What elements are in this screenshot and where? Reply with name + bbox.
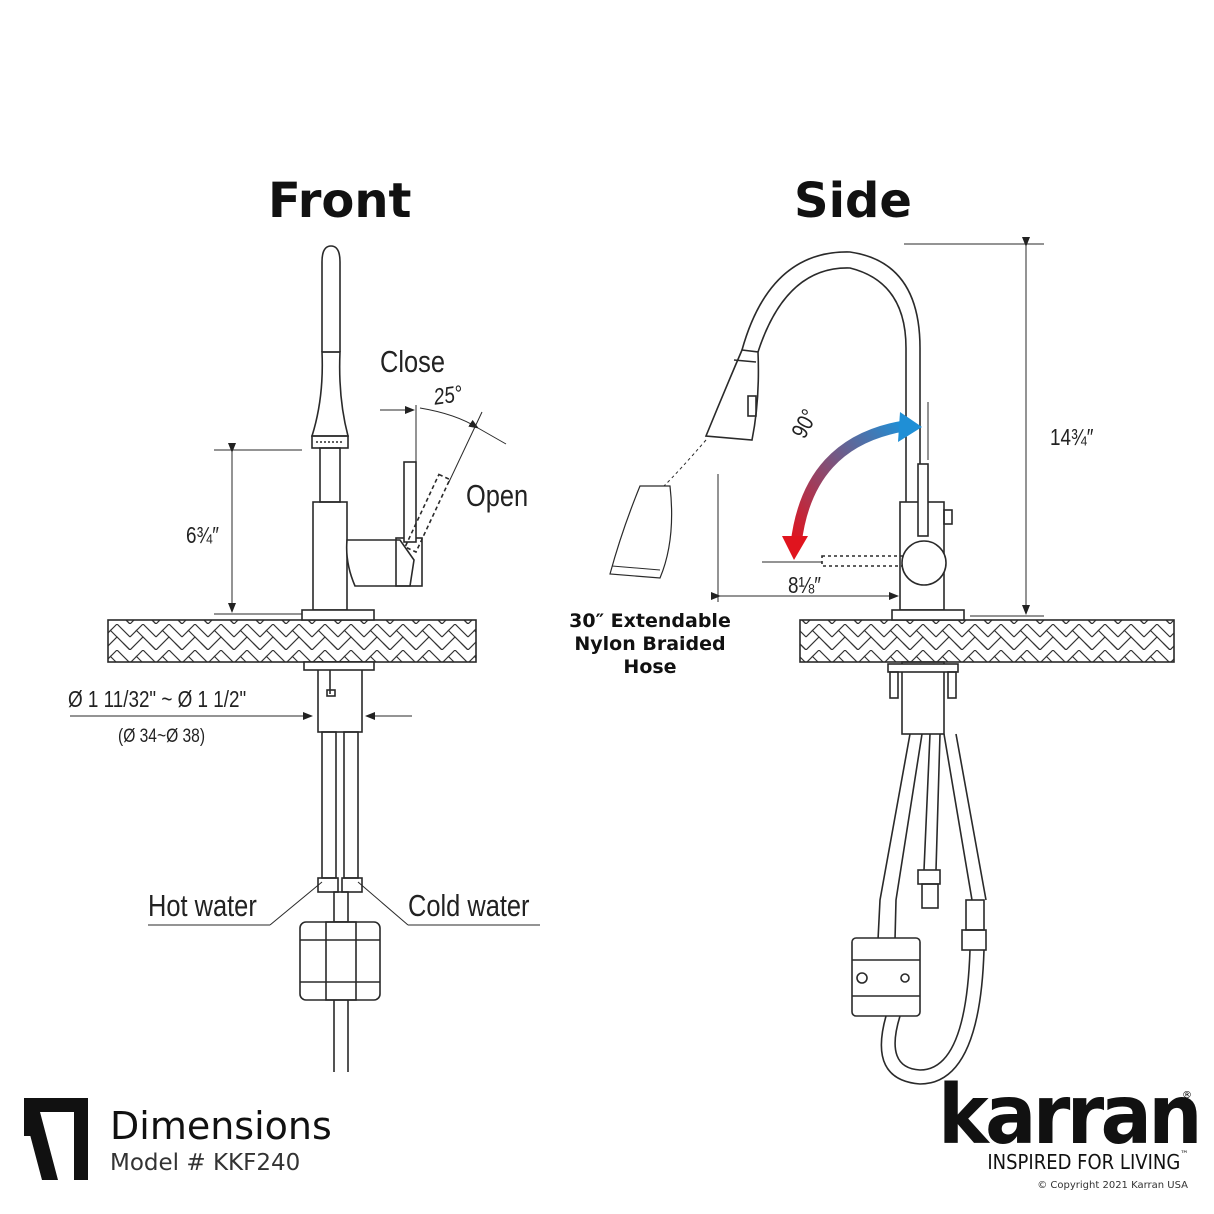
front-view-drawing xyxy=(70,245,540,1072)
karran-bracket-logo-icon xyxy=(24,1098,88,1180)
side-lever-rotated xyxy=(821,555,907,567)
close-label: Close xyxy=(380,344,445,379)
diameter-label: Ø 1 11/32" ~ Ø 1 1/2" xyxy=(68,686,247,712)
front-body xyxy=(312,501,348,611)
brand-logo: karran ® xyxy=(938,1068,1203,1163)
side-shank xyxy=(901,661,945,735)
front-hose-weight xyxy=(299,921,381,1001)
side-reach-label: 8⅛″ xyxy=(788,572,821,598)
document-title: Dimensions xyxy=(110,1104,332,1148)
diameter-metric-label: (Ø 34~Ø 38) xyxy=(118,726,206,747)
angle-label: 25° xyxy=(432,380,464,410)
front-countertop xyxy=(107,619,477,663)
front-supply-hoses xyxy=(321,731,337,879)
hose-note-line1: 30″ Extendable xyxy=(569,610,731,632)
side-view-drawing xyxy=(609,237,1175,1085)
side-hose-loop xyxy=(880,949,985,1085)
hose-note-line2: Nylon Braided xyxy=(574,633,726,655)
tagline-text: INSPIRED FOR LIVING xyxy=(986,1150,1180,1174)
front-view-title: Front xyxy=(268,173,412,229)
brand-tagline: INSPIRED FOR LIVING™ xyxy=(987,1150,1188,1174)
front-angle-arc xyxy=(419,407,479,429)
hose-note-line3: Hose xyxy=(623,656,677,678)
side-countertop xyxy=(799,619,1175,663)
front-lever-closed xyxy=(403,461,417,543)
front-base-flange xyxy=(301,609,375,621)
side-view-title: Side xyxy=(794,173,912,229)
hose-note: 30″ Extendable Nylon Braided Hose xyxy=(552,610,748,679)
front-spout-tube xyxy=(321,245,341,352)
front-sprayer-head xyxy=(310,351,350,437)
curved-double-arrow-icon xyxy=(782,412,922,560)
side-height-label: 14¾″ xyxy=(1050,424,1094,450)
hot-water-label: Hot water xyxy=(148,888,257,923)
side-sprayer-head xyxy=(704,349,760,441)
brand-name: karran xyxy=(938,1068,1203,1163)
front-shank xyxy=(317,661,363,733)
cold-water-label: Cold water xyxy=(408,888,530,923)
model-number: Model # KKF240 xyxy=(110,1150,301,1176)
trademark-mark: ™ xyxy=(1179,1150,1188,1160)
side-handle-hub xyxy=(901,540,947,586)
side-base-flange xyxy=(891,609,965,621)
front-handle-hub xyxy=(345,539,415,587)
copyright-text: © Copyright 2021 Karran USA xyxy=(1037,1180,1188,1191)
front-pulldown-hose xyxy=(333,1000,349,1072)
side-hose-weight xyxy=(851,937,921,1017)
side-supply-hoses xyxy=(877,733,923,941)
registered-mark: ® xyxy=(1182,1090,1192,1101)
front-height-label: 6¾″ xyxy=(186,522,219,548)
side-sprayer-extended xyxy=(663,439,707,487)
front-lever-open xyxy=(404,473,451,554)
front-neck xyxy=(319,447,341,503)
side-gooseneck xyxy=(741,251,921,502)
open-label: Open xyxy=(466,478,529,513)
side-lever-closed xyxy=(917,463,929,537)
